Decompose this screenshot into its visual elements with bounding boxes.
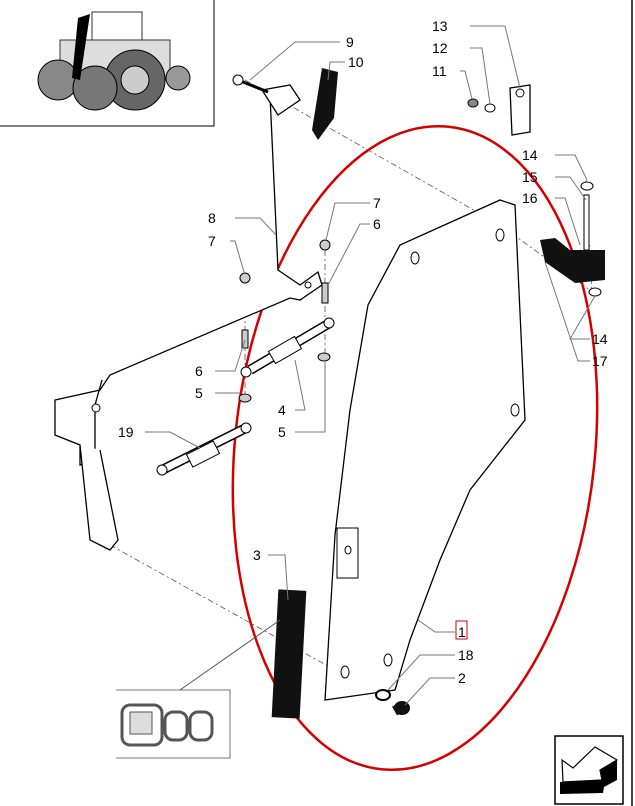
callout-14[interactable]: 14 bbox=[522, 147, 538, 163]
callout-9[interactable]: 9 bbox=[346, 34, 354, 50]
callout-5[interactable]: 5 bbox=[195, 385, 203, 401]
callout-7[interactable]: 7 bbox=[208, 233, 216, 249]
hinge-assembly-parts[interactable] bbox=[467, 84, 605, 297]
callout-5[interactable]: 5 bbox=[278, 424, 286, 440]
gas-strut-part[interactable] bbox=[240, 317, 335, 378]
callout-15[interactable]: 15 bbox=[522, 169, 538, 185]
callout-18[interactable]: 18 bbox=[458, 647, 474, 663]
seal-profile-icon bbox=[116, 619, 281, 759]
door-glass-part[interactable] bbox=[324, 199, 526, 701]
door-frame-rod-part[interactable] bbox=[54, 84, 323, 551]
callout-6[interactable]: 6 bbox=[373, 216, 381, 232]
seal-strip-part[interactable] bbox=[271, 589, 307, 719]
callout-10[interactable]: 10 bbox=[348, 54, 364, 70]
callout-2[interactable]: 2 bbox=[458, 670, 466, 686]
callout-17[interactable]: 17 bbox=[592, 353, 608, 369]
hinge-block-part[interactable] bbox=[312, 68, 338, 140]
bolt-part[interactable] bbox=[232, 74, 269, 94]
nut-washer-parts[interactable] bbox=[238, 239, 331, 403]
callout-1[interactable]: 1 bbox=[458, 624, 466, 640]
callout-16[interactable]: 16 bbox=[522, 190, 538, 206]
highlight-box bbox=[455, 620, 468, 640]
callout-3[interactable]: 3 bbox=[253, 547, 261, 563]
callout-6[interactable]: 6 bbox=[195, 363, 203, 379]
callout-19[interactable]: 19 bbox=[118, 424, 134, 440]
callout-11[interactable]: 11 bbox=[432, 63, 447, 79]
washer-part[interactable] bbox=[375, 689, 391, 701]
callout-labels: 9 10 13 12 11 14 15 16 8 7 7 6 6 5 4 5 1… bbox=[118, 18, 608, 686]
callout-14[interactable]: 14 bbox=[592, 331, 608, 347]
glass-latch-plate bbox=[336, 527, 359, 579]
callout-7[interactable]: 7 bbox=[373, 195, 381, 211]
callout-8[interactable]: 8 bbox=[208, 210, 216, 226]
gas-strut-part-19[interactable] bbox=[156, 422, 252, 476]
next-page-arrow-icon[interactable] bbox=[554, 735, 624, 805]
callout-13[interactable]: 13 bbox=[432, 18, 448, 34]
callout-4[interactable]: 4 bbox=[278, 402, 286, 418]
leader-lines bbox=[145, 25, 596, 706]
callout-12[interactable]: 12 bbox=[432, 40, 448, 56]
tractor-thumbnail-icon[interactable] bbox=[0, 0, 215, 127]
